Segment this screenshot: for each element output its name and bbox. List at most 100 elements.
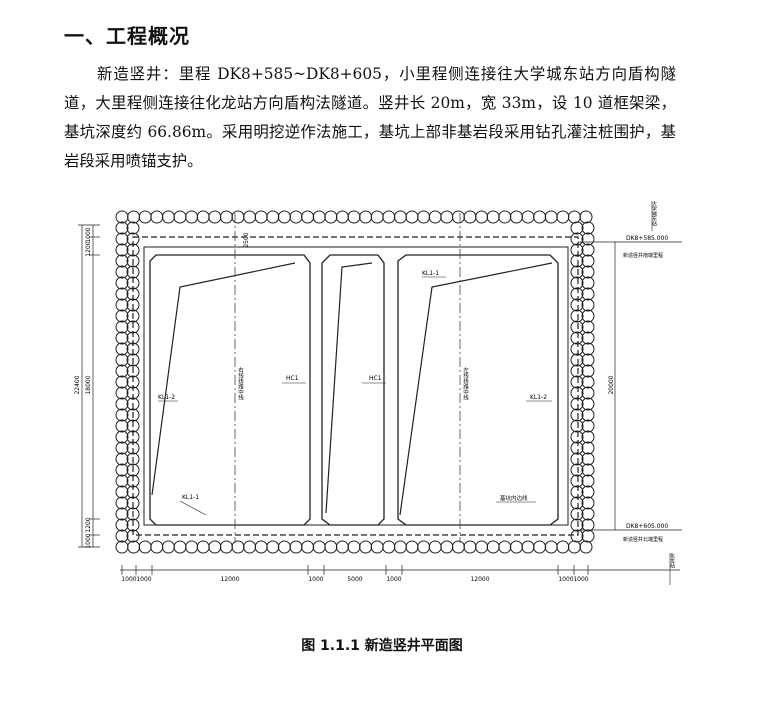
pile bbox=[533, 210, 547, 224]
pile bbox=[266, 540, 280, 554]
pile bbox=[581, 496, 595, 510]
pile bbox=[581, 397, 595, 411]
pile bbox=[533, 540, 547, 554]
pile bbox=[570, 518, 584, 532]
pile bbox=[115, 430, 129, 444]
pile bbox=[127, 540, 141, 554]
pile bbox=[570, 474, 584, 488]
pile bbox=[417, 210, 431, 224]
pile bbox=[509, 210, 523, 224]
pile bbox=[115, 232, 129, 246]
label-top-station-note: 新造竖井南端里程 bbox=[623, 252, 663, 259]
pile bbox=[581, 265, 595, 279]
pile bbox=[231, 210, 245, 224]
dim-bottom-8: 1000 bbox=[573, 576, 588, 583]
dim-bottom-4: 5000 bbox=[347, 576, 362, 583]
pile bbox=[312, 540, 326, 554]
pile bbox=[115, 298, 129, 312]
pile bbox=[208, 540, 222, 554]
pile bbox=[359, 210, 373, 224]
pile bbox=[581, 419, 595, 433]
pile bbox=[570, 452, 584, 466]
pile bbox=[521, 210, 535, 224]
dim-bottom-1: 1000 bbox=[136, 576, 151, 583]
pile bbox=[196, 210, 210, 224]
pile bbox=[185, 540, 199, 554]
pile bbox=[115, 353, 129, 367]
pile bbox=[570, 463, 584, 477]
pile bbox=[115, 408, 129, 422]
chamber-left bbox=[149, 254, 311, 526]
pile bbox=[335, 540, 349, 554]
pile bbox=[428, 540, 442, 554]
label-center-line-left: 左线线路中线 bbox=[462, 366, 469, 401]
pile bbox=[570, 397, 584, 411]
pile bbox=[581, 353, 595, 367]
pile bbox=[581, 309, 595, 323]
pile bbox=[115, 485, 129, 499]
pile bbox=[138, 210, 152, 224]
pile bbox=[115, 210, 129, 224]
pile bbox=[161, 210, 175, 224]
label-kl1-2-left: KL1-2 bbox=[158, 394, 175, 401]
pile bbox=[570, 408, 584, 422]
chamber-middle bbox=[321, 254, 385, 526]
pile bbox=[428, 210, 442, 224]
pile bbox=[579, 540, 593, 554]
pile bbox=[115, 364, 129, 378]
beam-middle bbox=[325, 262, 373, 514]
pile bbox=[570, 221, 584, 235]
pile bbox=[289, 540, 303, 554]
pile bbox=[498, 210, 512, 224]
pile bbox=[570, 232, 584, 246]
dim-top: 2500 bbox=[243, 232, 250, 247]
label-center-line-right: 右线线路中线 bbox=[237, 366, 244, 401]
pile bbox=[138, 540, 152, 554]
chamber-right bbox=[397, 254, 559, 526]
dim-left-1000-top: 1000 bbox=[85, 227, 92, 242]
pile bbox=[579, 210, 593, 224]
pile bbox=[581, 529, 595, 543]
label-dir-top: 大学城东站 bbox=[651, 200, 657, 227]
pile bbox=[570, 375, 584, 389]
dim-left-total: 22400 bbox=[74, 375, 81, 394]
overview-paragraph: 新造竖井：里程 DK8+585~DK8+605，小里程侧连接往大学城东站方向盾构… bbox=[64, 65, 676, 170]
pile bbox=[115, 287, 129, 301]
pile-ring bbox=[115, 210, 595, 554]
pile bbox=[581, 276, 595, 290]
pile bbox=[451, 210, 465, 224]
pile bbox=[570, 320, 584, 334]
pile bbox=[570, 254, 584, 268]
pile bbox=[570, 342, 584, 356]
pile bbox=[581, 254, 595, 268]
pile bbox=[219, 210, 233, 224]
pile bbox=[243, 540, 257, 554]
pile bbox=[115, 529, 129, 543]
dim-bottom-3: 1000 bbox=[308, 576, 323, 583]
dim-bottom-6: 12000 bbox=[470, 576, 489, 583]
pile bbox=[115, 331, 129, 345]
pile bbox=[115, 496, 129, 510]
pile bbox=[570, 331, 584, 345]
pile bbox=[115, 397, 129, 411]
dim-bottom-0: 1000 bbox=[121, 576, 136, 583]
pile bbox=[347, 540, 361, 554]
pile bbox=[463, 540, 477, 554]
pile bbox=[498, 540, 512, 554]
wall-inner bbox=[143, 246, 569, 526]
pile bbox=[581, 408, 595, 422]
figure-caption: 图 1.1.1 新造竖井平面图 bbox=[301, 638, 463, 654]
pile bbox=[581, 342, 595, 356]
pile bbox=[570, 430, 584, 444]
pile bbox=[521, 540, 535, 554]
pile bbox=[556, 210, 570, 224]
pile bbox=[544, 540, 558, 554]
pile bbox=[289, 210, 303, 224]
dim-left-1200-top: 1200 bbox=[85, 241, 92, 256]
pile bbox=[570, 298, 584, 312]
pile bbox=[581, 518, 595, 532]
pile bbox=[266, 210, 280, 224]
pile bbox=[393, 540, 407, 554]
pile bbox=[115, 386, 129, 400]
pile bbox=[115, 320, 129, 334]
